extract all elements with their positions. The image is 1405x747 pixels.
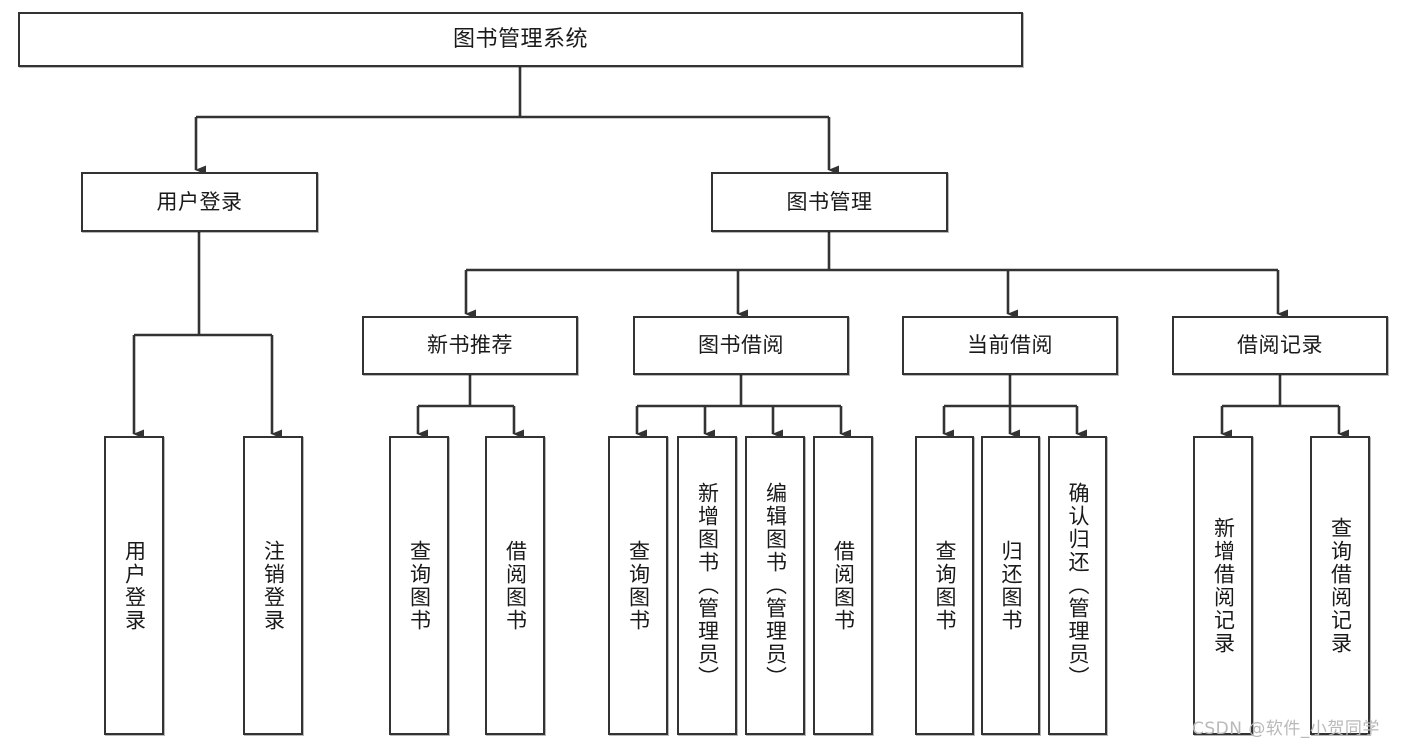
node-leaf-query-rec[interactable]: 查询借阅记录 [1310,436,1370,735]
connector-lines [132,67,1349,439]
node-login[interactable]: 用户登录 [81,172,318,232]
node-newbook[interactable]: 新书推荐 [362,316,578,375]
node-label: 查询图书 [407,539,432,632]
node-leaf-add-book[interactable]: 新增图书（管理员） [677,436,737,735]
node-label: 注销登录 [261,539,286,632]
node-leaf-confirm[interactable]: 确认归还（管理员） [1048,436,1107,735]
node-label: 用户登录 [156,189,243,214]
node-records[interactable]: 借阅记录 [1172,316,1388,375]
node-leaf-login[interactable]: 用户登录 [104,436,164,735]
node-leaf-return[interactable]: 归还图书 [981,436,1040,735]
csdn-watermark: CSDN @软件_小贺同学 [1192,719,1380,739]
node-label: 图书管理 [786,189,873,214]
node-label: 新增图书（管理员） [695,482,720,689]
node-label: 确认归还（管理员） [1066,482,1090,689]
node-leaf-borrow-book[interactable]: 借阅图书 [813,436,873,735]
node-bookmgmt[interactable]: 图书管理 [711,172,948,232]
node-leaf-query-new[interactable]: 查询图书 [389,436,449,735]
node-label: 新增借阅记录 [1211,516,1236,655]
node-label: 归还图书 [999,539,1023,632]
node-borrow[interactable]: 图书借阅 [633,316,849,375]
node-label: 借阅图书 [503,539,528,632]
node-label: 当前借阅 [967,333,1053,358]
node-label: 查询图书 [933,539,957,632]
node-label: 编辑图书（管理员） [763,482,788,689]
node-label: 图书借阅 [698,333,784,358]
node-label: 查询借阅记录 [1328,516,1353,655]
node-label: 查询图书 [626,539,651,632]
node-leaf-query-c[interactable]: 查询图书 [915,436,974,735]
node-leaf-add-rec[interactable]: 新增借阅记录 [1193,436,1253,735]
node-leaf-logout[interactable]: 注销登录 [243,436,303,735]
node-leaf-borrow-new[interactable]: 借阅图书 [485,436,545,735]
node-label: 图书管理系统 [452,26,588,52]
node-leaf-edit-book[interactable]: 编辑图书（管理员） [745,436,805,735]
node-root[interactable]: 图书管理系统 [18,12,1023,67]
node-current[interactable]: 当前借阅 [902,316,1118,375]
node-label: 用户登录 [122,539,147,632]
node-label: 借阅记录 [1237,333,1323,358]
node-leaf-query-b[interactable]: 查询图书 [608,436,668,735]
node-label: 借阅图书 [831,539,856,632]
node-label: 新书推荐 [427,333,513,358]
